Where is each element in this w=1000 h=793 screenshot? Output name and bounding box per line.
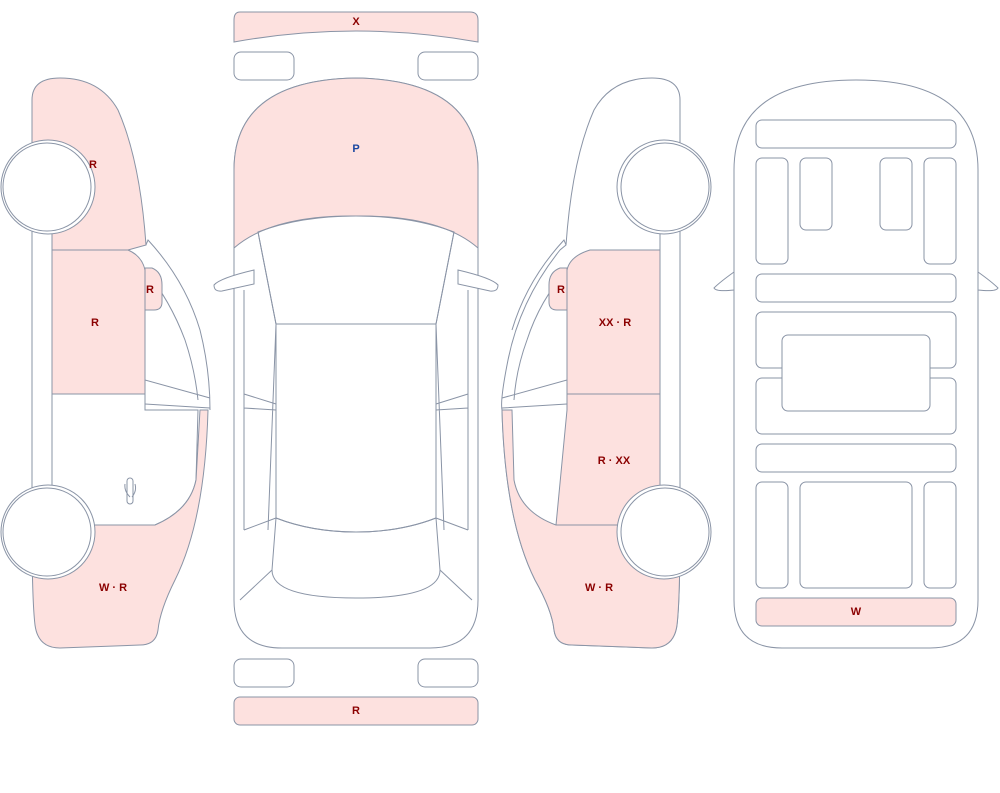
hood-panel[interactable] [233,77,479,250]
roof [275,323,437,533]
left-b-pillar [144,379,211,409]
top-left-mirror [213,269,255,292]
front-left-seat-side [755,157,789,265]
rear-left-side [755,481,789,589]
right-rocker [659,229,681,526]
left-mirror-label: R [146,284,154,296]
left-front-door-label: R [91,317,99,329]
floor-bar-4 [755,443,957,473]
left-taillight [233,658,295,688]
front-right-seat-side [923,157,957,265]
right-taillight [417,658,479,688]
left-rear-quarter-label: W · R [99,582,127,594]
left-side-lines [239,231,277,601]
hood-label: P [352,143,359,155]
underbody-rear-panel[interactable] [755,597,957,627]
right-front-door-label: XX · R [599,317,631,329]
right-mirror[interactable] [548,267,568,311]
right-mirror-label: R [557,284,565,296]
dash-panel [755,119,957,149]
left-handle-ring [124,483,137,498]
rear-seat [799,481,913,589]
front-right-seat [879,157,913,231]
right-windshield-edge [511,239,567,331]
left-door-handle[interactable] [126,477,134,505]
top-view: X P R [213,11,499,726]
rear-right-side [923,481,957,589]
right-rear-quarter-label: W · R [585,582,613,594]
right-side-view: R XX · R R · XX W · R [501,77,712,649]
left-front-wheel [2,142,92,232]
right-rear-quarter-panel[interactable] [501,409,681,649]
right-front-wheel [620,142,710,232]
rear-bumper-panel[interactable] [233,696,479,726]
right-rear-wheel [620,487,710,577]
left-headlight [233,51,295,81]
left-windshield-edge [145,239,211,411]
floor-bar-1 [755,273,957,303]
front-bumper-label: X [352,16,360,28]
underbody-view: W [713,79,999,649]
underbody-right-mirror [977,271,999,292]
right-headlight [417,51,479,81]
left-rear-wheel [2,487,92,577]
right-b-pillar [501,379,568,409]
left-front-fender-label: R [89,159,97,171]
left-front-door-panel[interactable] [51,249,146,395]
underbody-left-mirror [713,271,735,292]
left-mirror[interactable] [144,267,163,311]
front-left-seat [799,157,833,231]
right-side-lines [435,231,473,601]
front-bumper-panel[interactable] [233,11,479,43]
center-console [781,334,931,412]
underbody-rear-label: W [851,606,862,618]
right-front-door-panel[interactable] [566,249,661,395]
top-right-mirror [457,269,499,292]
windshield [257,215,455,325]
rear-bumper-label: R [352,705,360,717]
left-rocker [31,229,53,526]
right-rear-door-label: R · XX [598,455,631,467]
left-rear-quarter-panel[interactable] [31,409,209,649]
left-side-view: R R R W · R [0,77,211,649]
